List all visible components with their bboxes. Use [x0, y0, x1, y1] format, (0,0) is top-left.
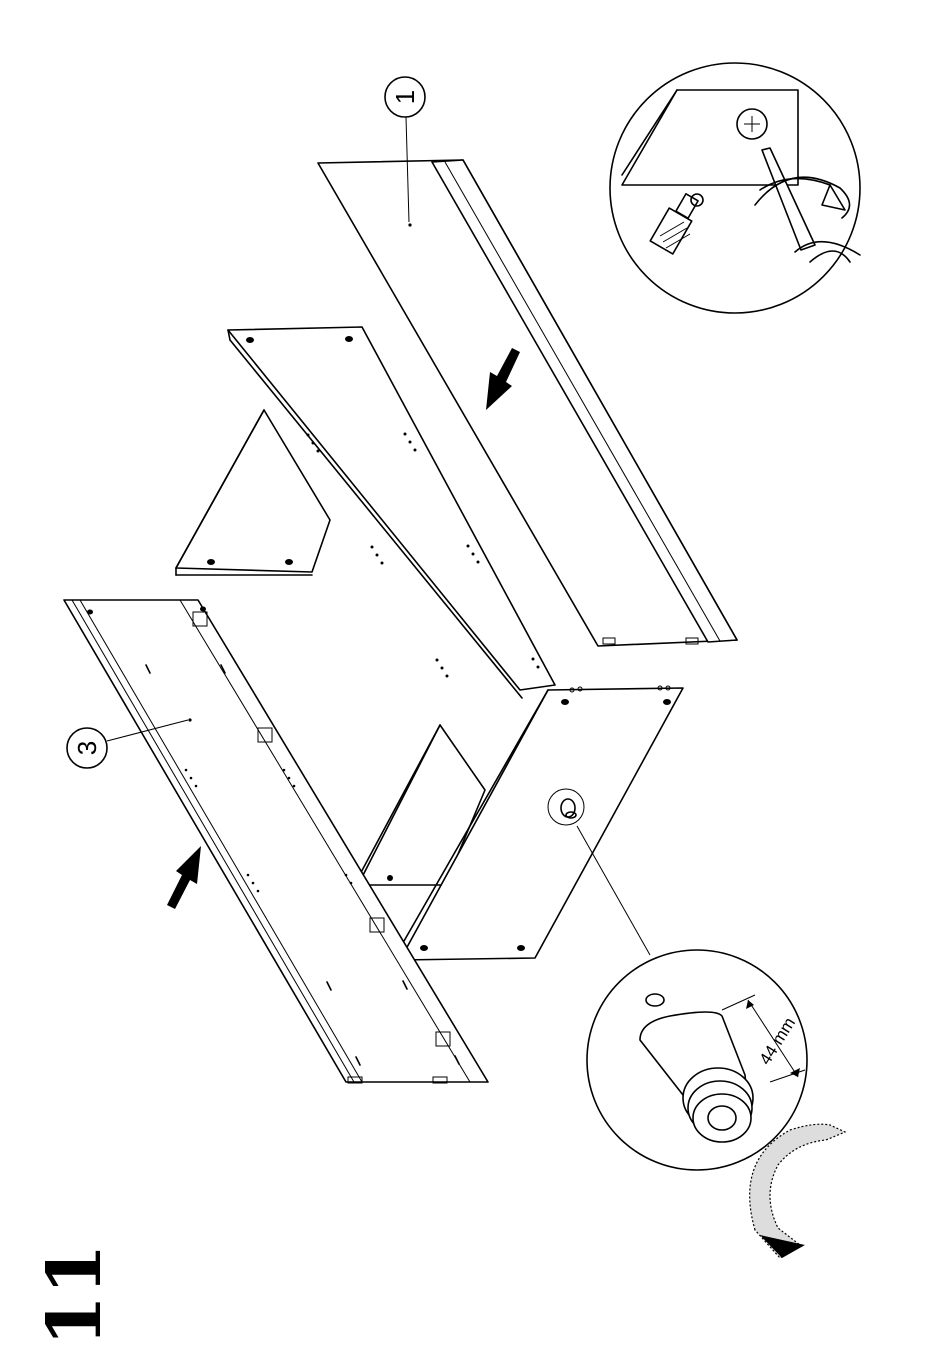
- arrow-icon: [167, 846, 201, 909]
- rotate-arrow-icon: [750, 1124, 845, 1258]
- bolt-icon: [650, 194, 703, 254]
- foot-detail: 44 mm: [577, 826, 807, 1170]
- part-1-label: 1: [390, 90, 420, 104]
- part-3-label: 3: [72, 741, 102, 755]
- step-number: 11: [32, 1244, 118, 1347]
- screw-detail: [610, 63, 860, 313]
- adjustable-foot-icon: [640, 1012, 753, 1142]
- screwdriver-icon: [762, 148, 860, 262]
